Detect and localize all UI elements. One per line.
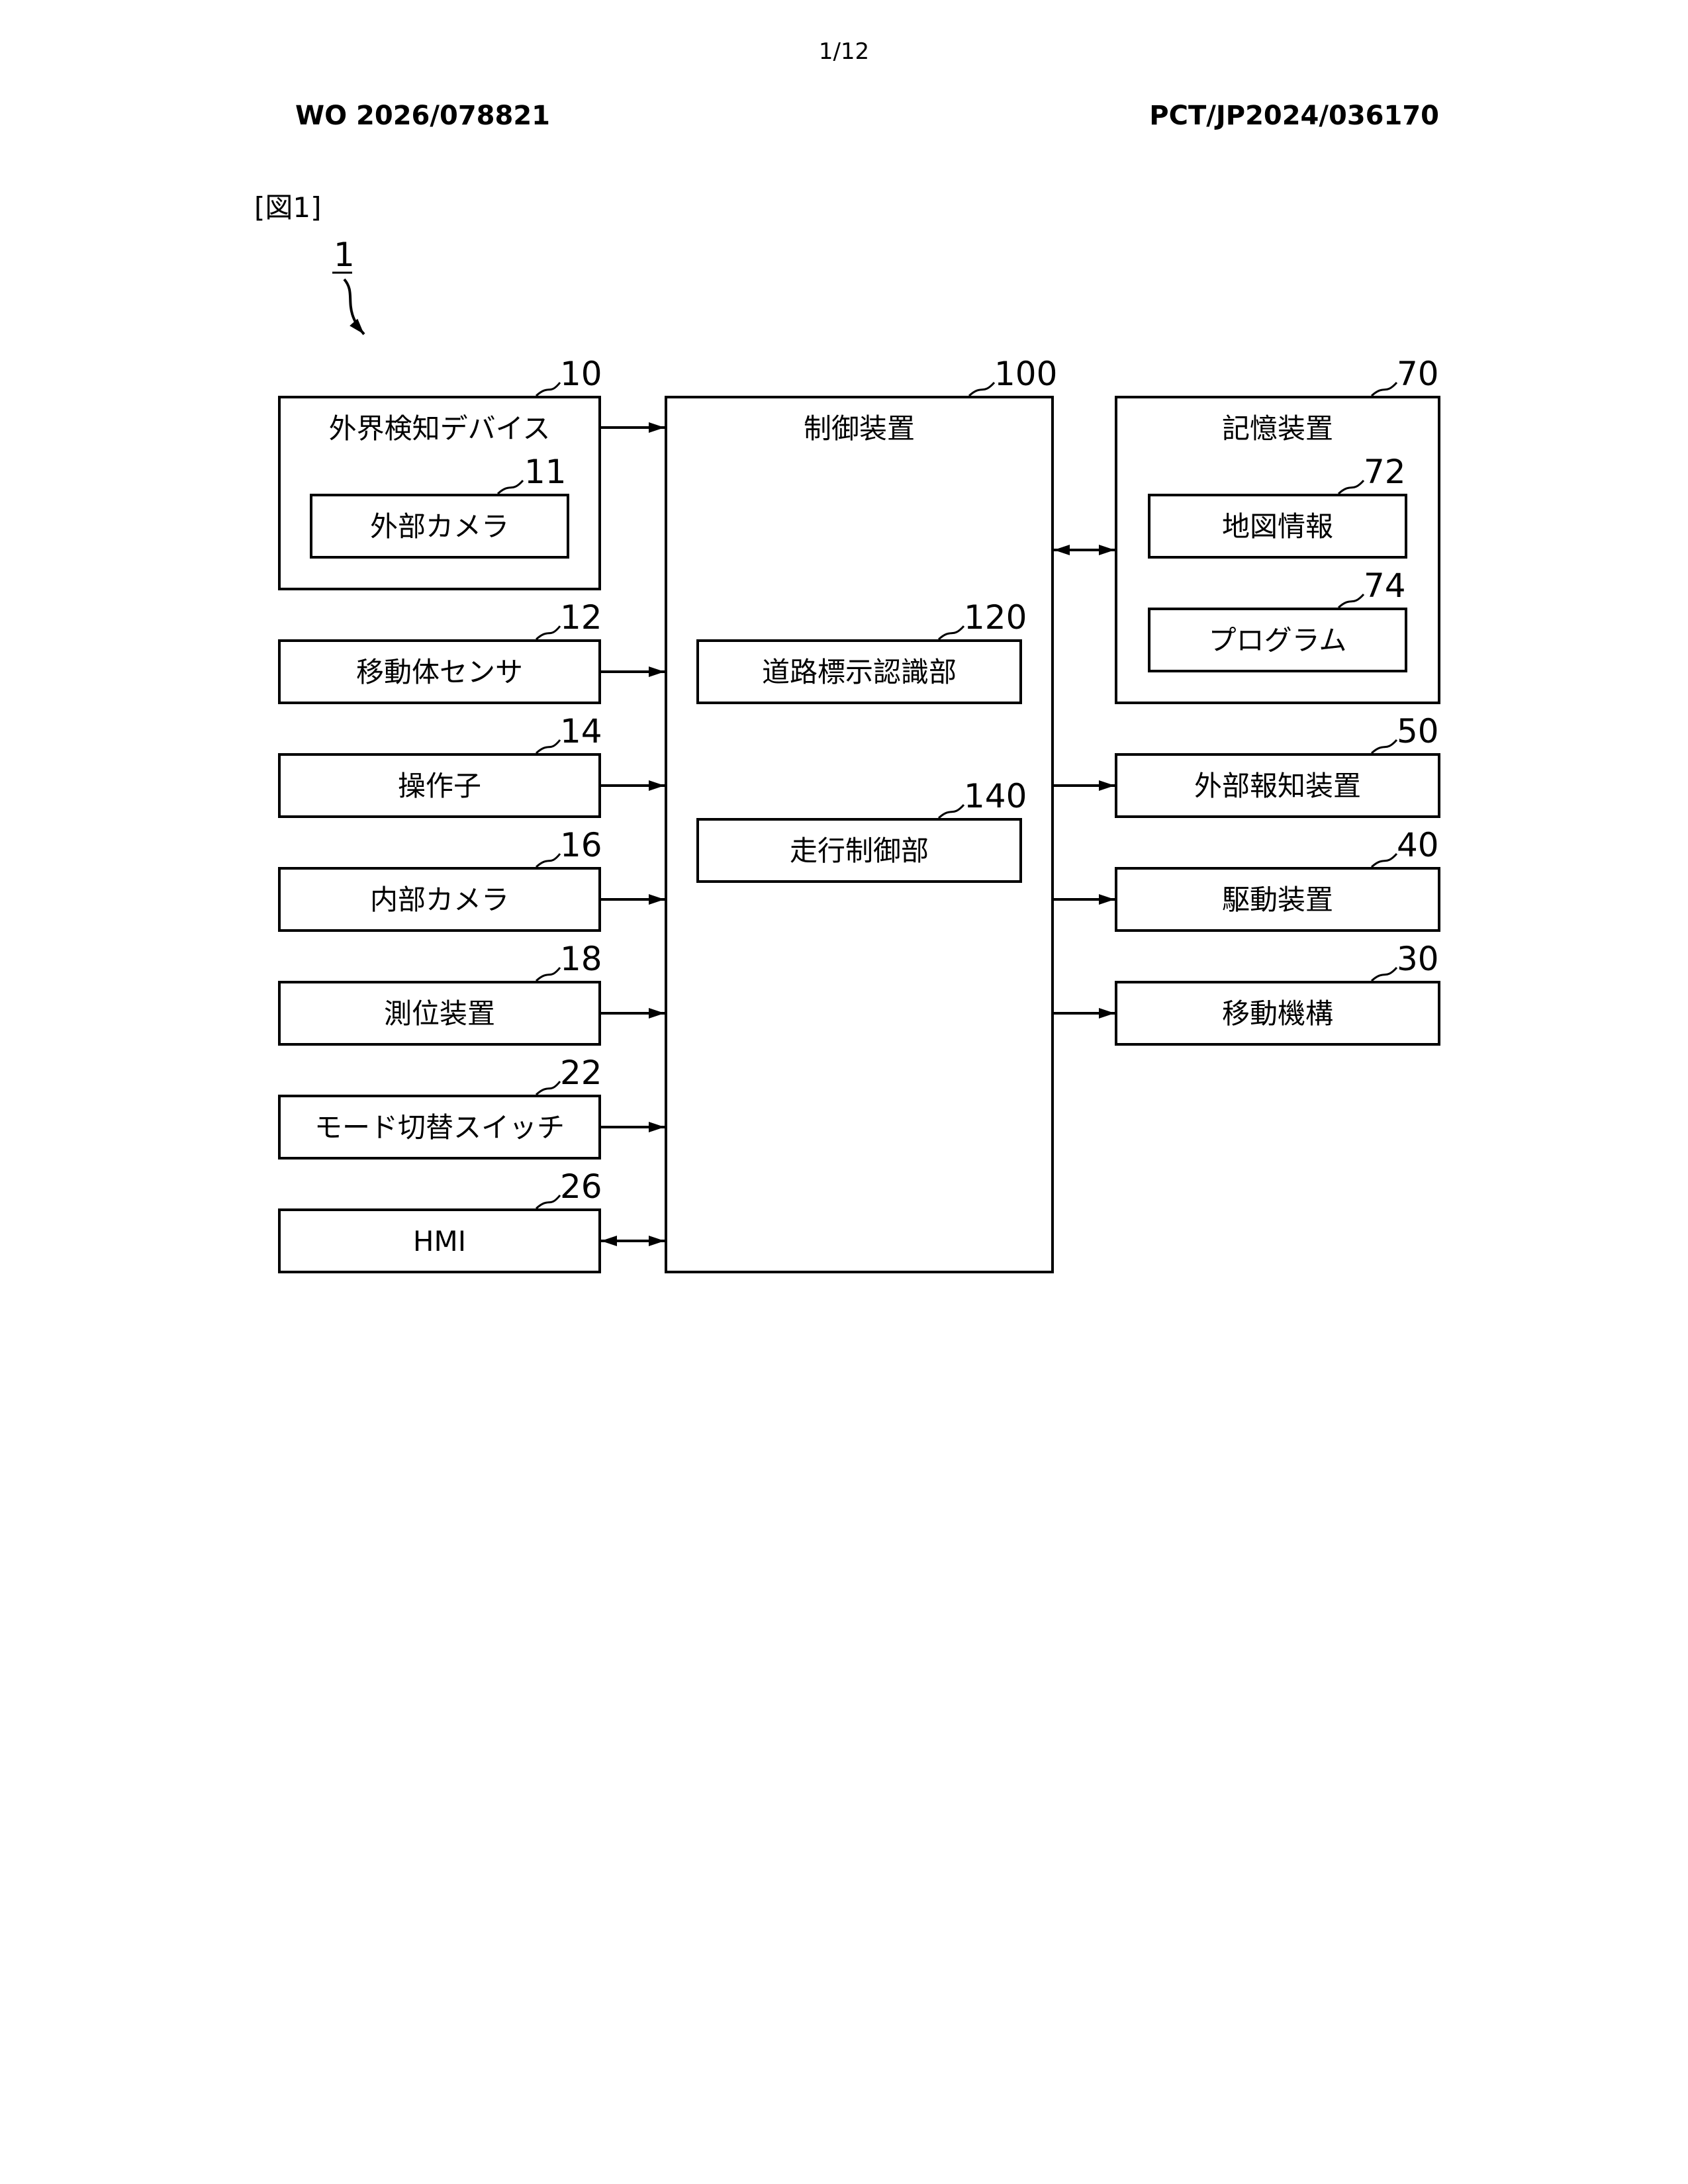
- ref-140-leader: [939, 805, 964, 818]
- ref-26: 26: [560, 1167, 602, 1206]
- control-device-label: 制御装置: [804, 412, 915, 445]
- moving-mechanism-label: 移動機構: [1222, 997, 1333, 1030]
- ref-14-leader: [536, 740, 560, 753]
- ref-70-leader: [1372, 383, 1397, 396]
- ref-11-leader: [498, 480, 523, 494]
- ref-120-leader: [939, 626, 964, 639]
- ref-100-leader: [969, 383, 994, 396]
- external-detection-device-label: 外界検知デバイス: [329, 412, 551, 445]
- ref-50-leader: [1372, 740, 1397, 753]
- road-marking-recognition-label: 道路標示認識部: [762, 656, 957, 688]
- ref-10: 10: [560, 355, 602, 393]
- system-ref-number: 1: [334, 236, 355, 274]
- hmi-label: HMI: [413, 1225, 466, 1257]
- mode-switch-label: モード切替スイッチ: [314, 1111, 565, 1144]
- system-ref-arrow: [344, 279, 364, 334]
- positioning-device-label: 測位装置: [384, 997, 495, 1030]
- ref-10-leader: [536, 383, 560, 396]
- ref-72: 72: [1364, 453, 1406, 491]
- ref-11: 11: [524, 453, 567, 491]
- ref-30: 30: [1397, 940, 1439, 978]
- ref-12: 12: [560, 598, 602, 637]
- ref-50: 50: [1397, 712, 1439, 751]
- ref-26-leader: [536, 1195, 560, 1208]
- ref-40-leader: [1372, 854, 1397, 867]
- ref-22-leader: [536, 1081, 560, 1095]
- ref-18-leader: [536, 968, 560, 981]
- program-label: プログラム: [1209, 624, 1347, 657]
- ref-120: 120: [964, 598, 1027, 637]
- ref-70: 70: [1397, 355, 1439, 393]
- operator-label: 操作子: [398, 770, 481, 802]
- external-camera-label: 外部カメラ: [370, 510, 509, 543]
- ref-18: 18: [560, 940, 602, 978]
- ref-22: 22: [560, 1054, 602, 1092]
- ref-30-leader: [1372, 968, 1397, 981]
- travel-control-label: 走行制御部: [790, 835, 929, 867]
- external-notification-device-label: 外部報知装置: [1194, 770, 1361, 802]
- drive-device-label: 駆動装置: [1222, 884, 1333, 916]
- mobile-body-sensor-label: 移動体センサ: [356, 656, 523, 688]
- storage-device-label: 記憶装置: [1222, 412, 1333, 445]
- internal-camera-label: 内部カメラ: [370, 884, 509, 916]
- map-information-label: 地図情報: [1222, 510, 1333, 543]
- ref-100: 100: [994, 355, 1057, 393]
- ref-14: 14: [560, 712, 602, 751]
- ref-16-leader: [536, 854, 560, 867]
- ref-40: 40: [1397, 826, 1439, 864]
- ref-74: 74: [1364, 567, 1406, 605]
- ref-12-leader: [536, 626, 560, 639]
- ref-72-leader: [1338, 480, 1364, 494]
- ref-140: 140: [964, 777, 1027, 815]
- ref-74-leader: [1338, 594, 1364, 608]
- ref-16: 16: [560, 826, 602, 864]
